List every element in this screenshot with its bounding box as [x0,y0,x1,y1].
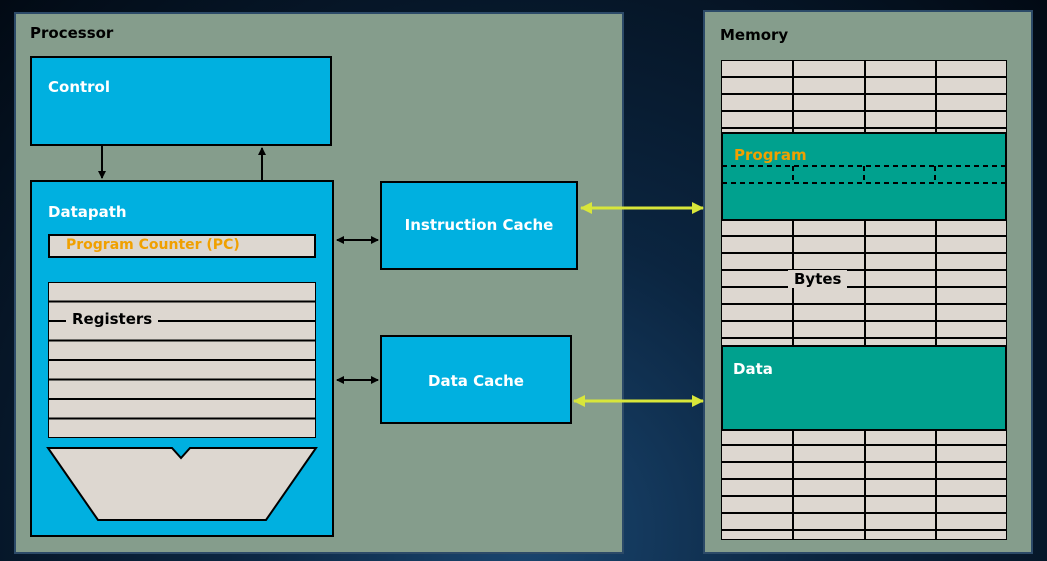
memory-grid-top [721,60,1007,135]
alu-label-line2: Unit (ALU) [139,490,221,506]
control-label: Control [48,78,111,96]
registers-label: Registers [66,310,159,328]
memory-data-region [721,345,1007,431]
datapath-label: Datapath [48,203,127,221]
alu-label: Arithmetic-Logic Unit (ALU) [95,468,265,508]
memory-title: Memory [720,26,789,44]
memory-grid-middle [721,219,1007,347]
memory-grid-bottom [721,428,1007,540]
program-counter-label: Program Counter (PC) [66,237,240,253]
memory-data-label: Data [733,360,773,378]
registers-block [48,282,316,438]
memory-bytes-label: Bytes [788,270,848,288]
program-counter-box [48,234,316,258]
memory-program-label: Program [734,146,807,164]
instruction-cache-label: Instruction Cache [404,216,554,234]
control-block [30,56,332,146]
data-cache-block [380,335,572,424]
instruction-cache-block [380,181,578,270]
data-cache-label: Data Cache [428,372,524,390]
processor-title: Processor [30,24,114,42]
alu-label-line1: Arithmetic-Logic [114,470,246,486]
